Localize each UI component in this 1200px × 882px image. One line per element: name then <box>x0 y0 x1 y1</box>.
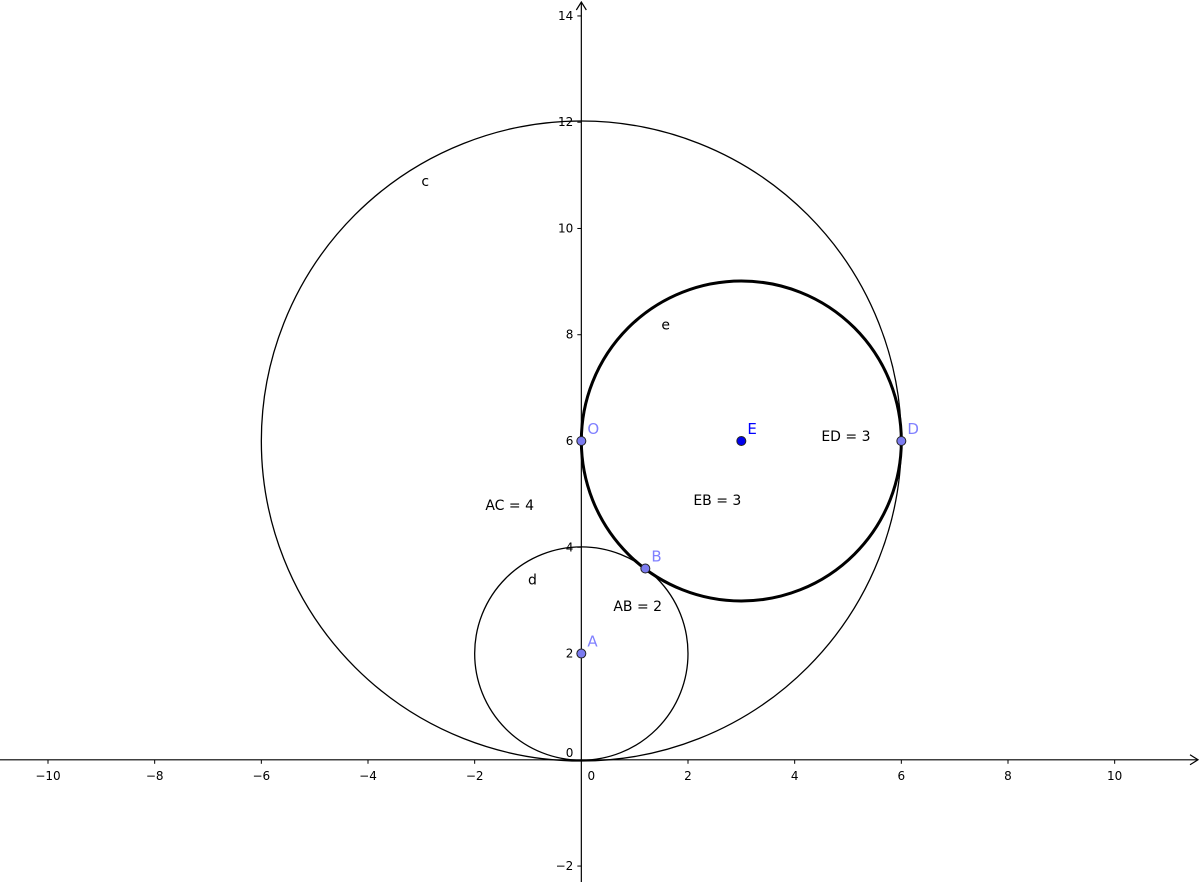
circle-label-d: d <box>528 572 537 588</box>
x-tick-label: −2 <box>466 769 484 783</box>
x-tick-label: 0 <box>588 769 596 783</box>
point-O <box>576 436 587 446</box>
x-tick-label: −6 <box>252 769 270 783</box>
length-annotation: EB = 3 <box>693 493 741 509</box>
point-label-O: O <box>587 420 599 438</box>
point-label-D: D <box>907 420 919 438</box>
x-tick-label: −4 <box>359 769 377 783</box>
x-tick-label: 10 <box>1107 769 1122 783</box>
point-D <box>896 436 907 446</box>
x-tick-label: 6 <box>898 769 906 783</box>
point-label-E: E <box>747 420 756 438</box>
x-tick-label: −8 <box>146 769 164 783</box>
y-tick-label: 2 <box>566 647 574 661</box>
x-axis-arrow-icon <box>1189 754 1200 766</box>
y-tick-label: 0 <box>566 746 574 760</box>
point-A <box>576 648 587 659</box>
length-annotation: ED = 3 <box>821 429 870 445</box>
y-tick-label: 8 <box>566 328 574 342</box>
point-label-A: A <box>587 633 598 651</box>
circle-label-c: c <box>421 174 429 190</box>
point-label-B: B <box>651 548 661 566</box>
y-axis-arrow-icon <box>575 0 587 11</box>
point-B <box>640 563 651 574</box>
x-tick-label: 4 <box>791 769 799 783</box>
y-tick-label: −2 <box>556 859 574 873</box>
circle-d <box>474 546 689 761</box>
circle-label-e: e <box>661 317 670 333</box>
x-tick-label: −10 <box>35 769 60 783</box>
x-tick-label: 8 <box>1004 769 1012 783</box>
length-annotation: AB = 2 <box>613 599 662 615</box>
y-tick-label: 14 <box>558 9 573 23</box>
y-tick-label: 12 <box>558 115 573 129</box>
length-annotation: AC = 4 <box>485 498 534 514</box>
y-tick-label: 10 <box>558 221 573 235</box>
point-E <box>736 436 747 446</box>
x-tick-label: 2 <box>684 769 692 783</box>
y-tick-label: 6 <box>566 434 574 448</box>
